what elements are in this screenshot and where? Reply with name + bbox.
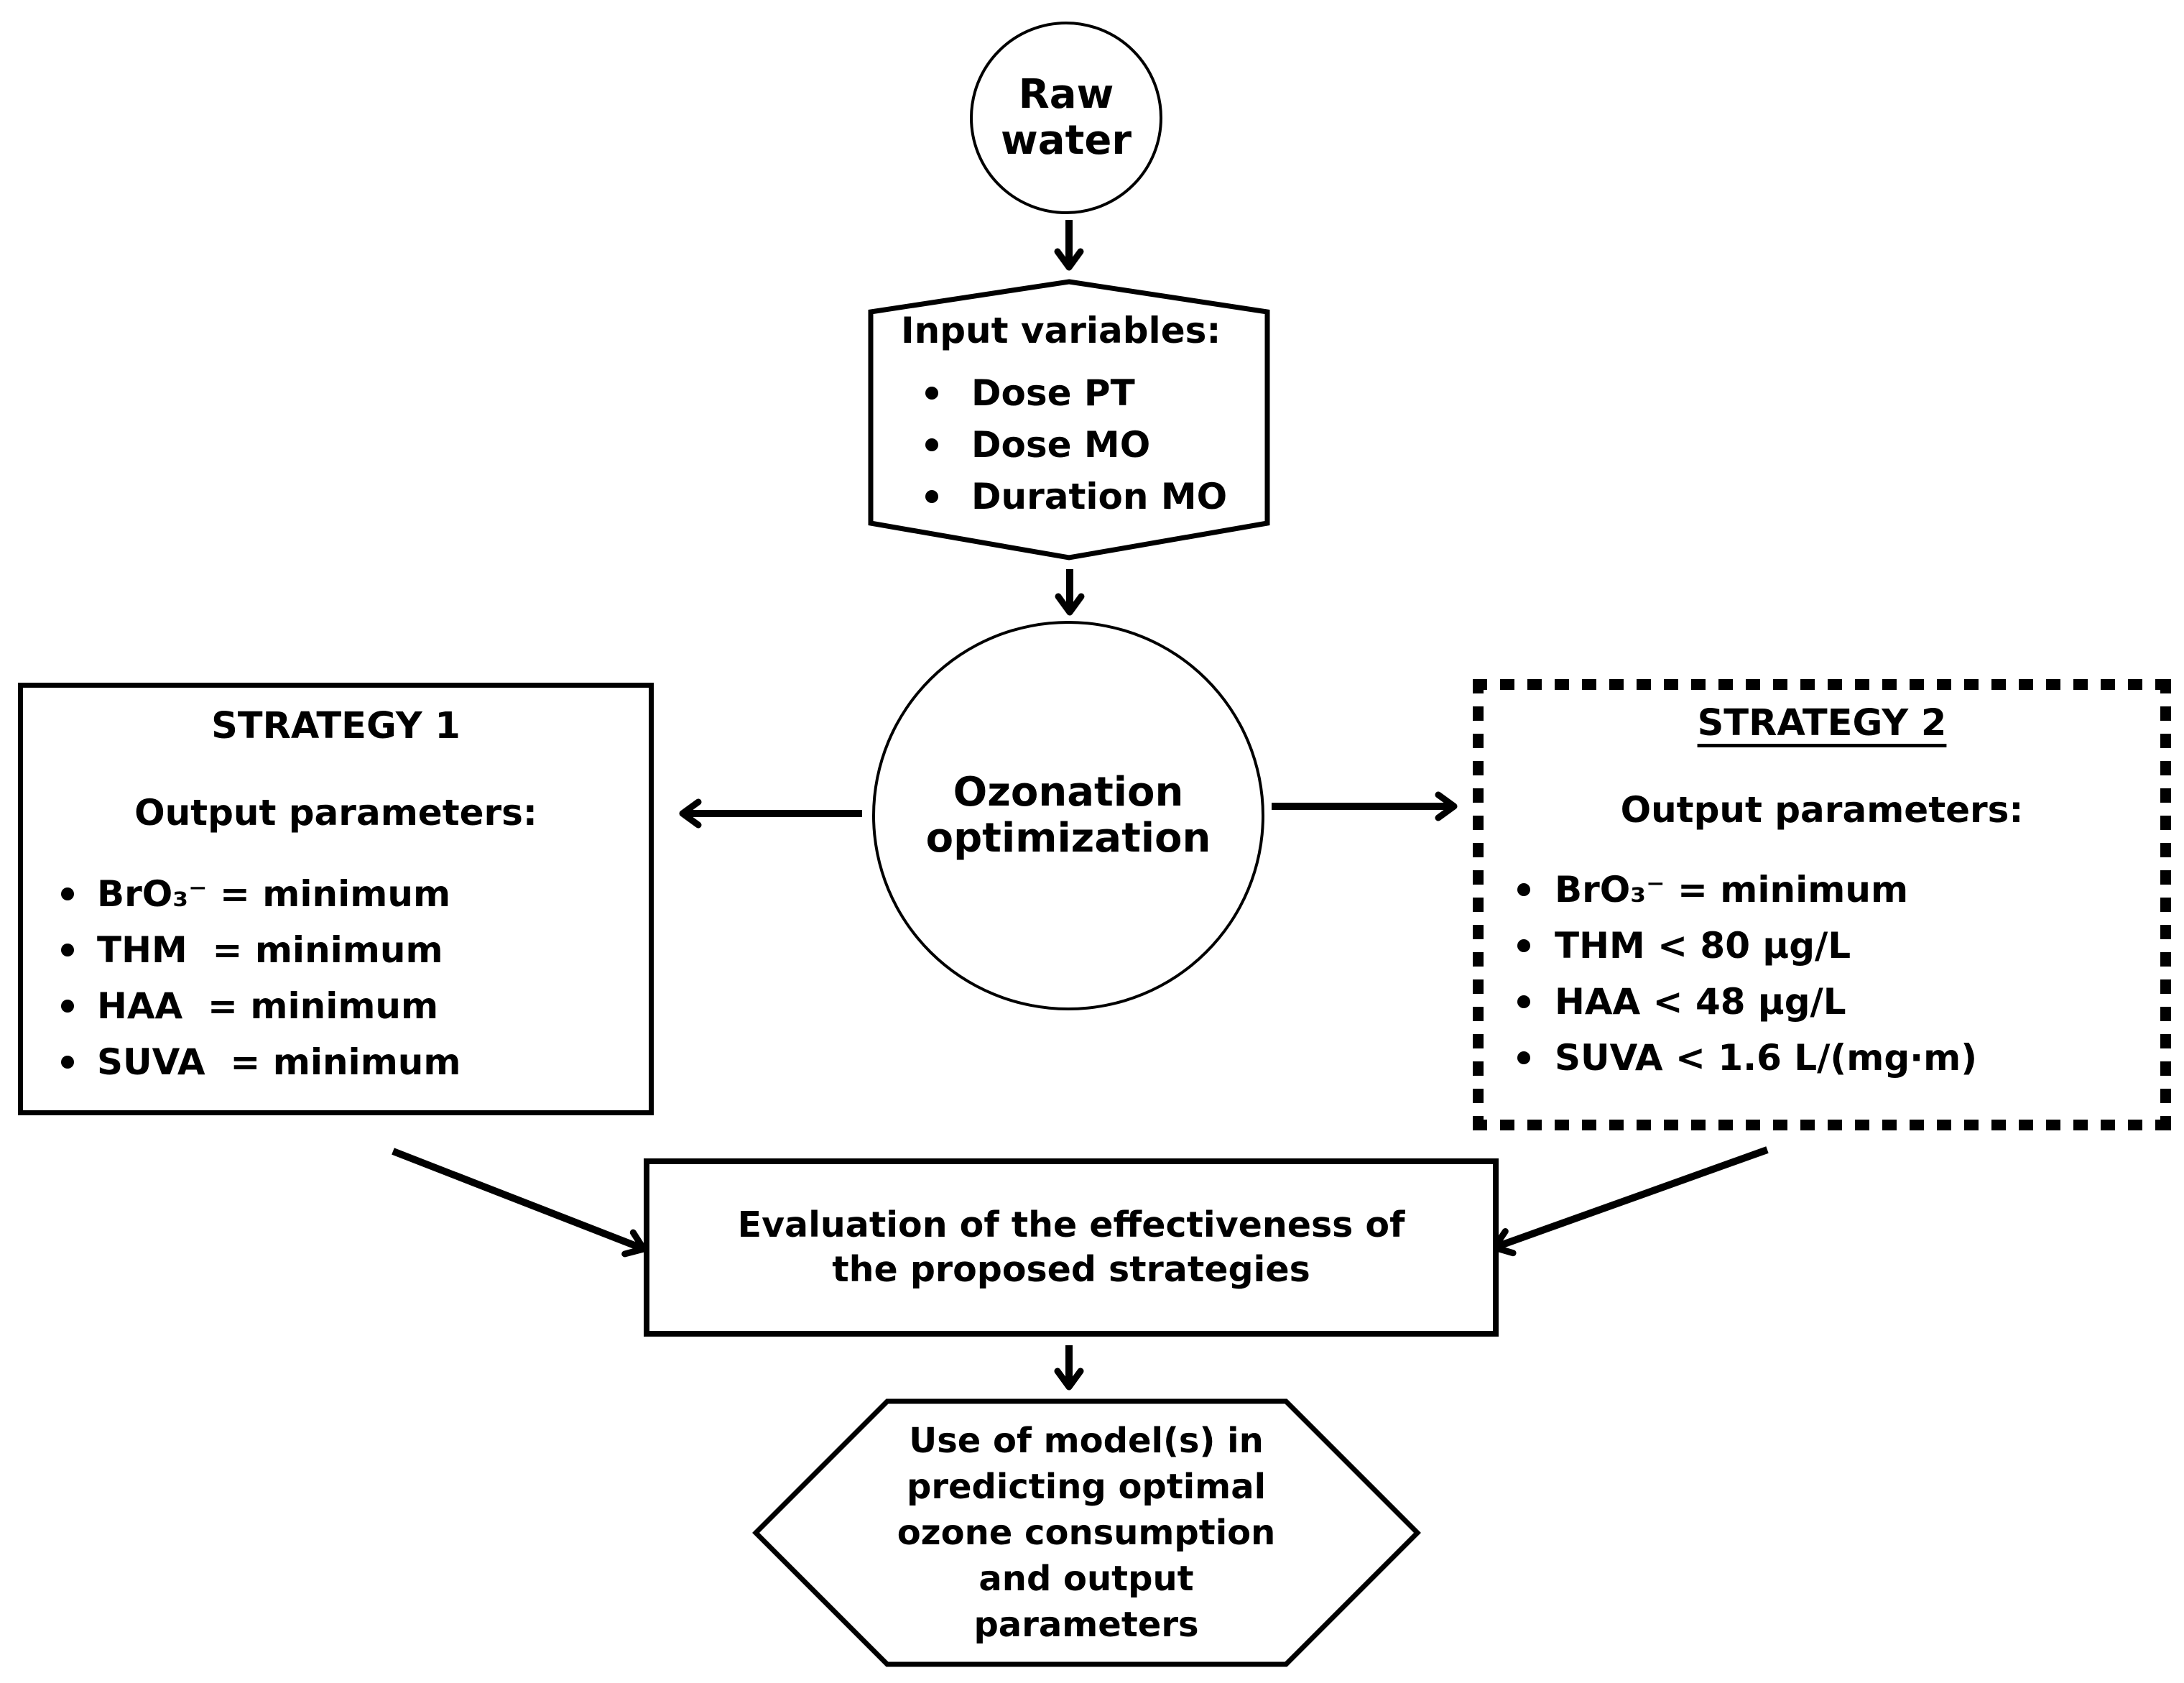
list-item: Dose PT (925, 367, 1272, 419)
input-variables-list: Dose PT Dose MO Duration MO (898, 367, 1272, 522)
strategy1-box: STRATEGY 1 Output parameters: BrO₃⁻ = mi… (18, 683, 654, 1115)
strategy1-list: BrO₃⁻ = minimum THM = minimum HAA = mini… (23, 866, 649, 1090)
strategy1-title: STRATEGY 1 (211, 705, 461, 747)
input-variables-node: Input variables: Dose PT Dose MO Duratio… (898, 308, 1272, 522)
list-item: Dose MO (925, 419, 1272, 471)
list-item: SUVA = minimum (61, 1034, 649, 1090)
list-item: BrO₃⁻ = minimum (61, 866, 649, 922)
model-use-node: Use of model(s) in predicting optimal oz… (864, 1413, 1309, 1653)
list-item: BrO₃⁻ = minimum (1517, 862, 2171, 918)
strategy2-subtitle: Output parameters: (1620, 789, 2024, 831)
raw-water-label: Raw water (1001, 71, 1132, 164)
list-item: HAA < 48 µg/L (1517, 974, 2171, 1030)
list-item: THM < 80 µg/L (1517, 918, 2171, 974)
evaluation-box: Evaluation of the effectiveness of the p… (644, 1158, 1499, 1337)
arrow-strategy2-to-evaluation (1491, 1146, 1769, 1257)
evaluation-label: Evaluation of the effectiveness of the p… (737, 1204, 1405, 1290)
strategy2-title: STRATEGY 2 (1697, 702, 1947, 744)
list-item: Duration MO (925, 471, 1272, 522)
ozonation-label: Ozonation optimization (925, 769, 1211, 862)
list-item: HAA = minimum (61, 978, 649, 1034)
arrow-strategy1-to-evaluation (392, 1148, 647, 1258)
strategy1-subtitle: Output parameters: (134, 792, 537, 834)
ozonation-node: Ozonation optimization (872, 621, 1264, 1010)
raw-water-node: Raw water (970, 22, 1162, 214)
model-use-label: Use of model(s) in predicting optimal oz… (897, 1421, 1276, 1645)
strategy2-box: STRATEGY 2 Output parameters: BrO₃⁻ = mi… (1473, 679, 2171, 1130)
model-use-hexagon-shape (752, 1398, 1421, 1667)
list-item: SUVA < 1.6 L/(mg·m) (1517, 1030, 2171, 1086)
strategy2-list: BrO₃⁻ = minimum THM < 80 µg/L HAA < 48 µ… (1473, 862, 2171, 1086)
input-variables-title: Input variables: (901, 310, 1221, 351)
list-item: THM = minimum (61, 922, 649, 978)
